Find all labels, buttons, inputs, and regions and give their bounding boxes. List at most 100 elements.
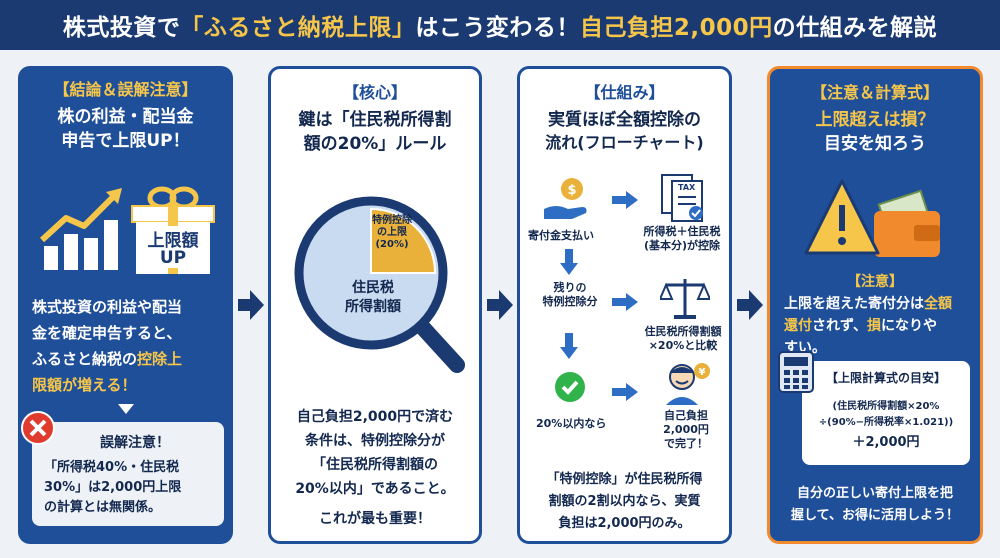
warning-wallet-icon <box>804 179 940 257</box>
note-1-highlight: 全額 <box>924 296 952 312</box>
card1-heading-1: 株の利益・配当金 <box>57 107 194 127</box>
card3-heading-1: 実質ほぼ全額控除の <box>548 110 701 130</box>
card1-body-3: ふるさと納税の <box>32 350 138 368</box>
note-2-mid: されず、 <box>812 318 868 334</box>
misconception-box: 誤解注意！ 「所得税40%・住民税 30%」は2,000円上限 の計算とは無関係… <box>32 422 224 526</box>
flow-right-arrow-icon <box>612 191 638 209</box>
check-circle-icon <box>555 372 585 402</box>
right-arrow-icon <box>487 290 513 320</box>
card3-body-2: 割額の2割以内なら、実質 <box>548 494 701 509</box>
calc-formula: (住民税所得割額×20% ÷(90%−所得税率×1.021)) ＋2,000円 <box>802 399 970 451</box>
card-caution: 【注意＆計算式】 上限超えは損？ 目安を知ろう 【注意】 上限を超えた寄付分は全… <box>767 66 983 544</box>
card2-heading-2: 額の20%」ルール <box>303 134 447 154</box>
step-2: 所得税＋住民税 (基本分)が控除 <box>632 225 729 253</box>
warn-line-3: の計算とは無関係。 <box>44 500 162 515</box>
foot-1: 自分の正しい寄付上限を把 <box>796 486 953 501</box>
card2-tag: 【核心】 <box>342 83 407 102</box>
gift-label-1: 上限額 <box>136 226 210 251</box>
card2-heading-1: 鍵は「住民税所得割 <box>298 110 452 130</box>
calc-1: (住民税所得割額×20% <box>832 401 940 412</box>
gift-box-icon: 上限額 UP <box>128 184 218 276</box>
card4-footer: 自分の正しい寄付上限を把 握して、お得に活用しよう！ <box>770 483 980 527</box>
card1-body: 株式投資の利益や配当 金を確定申告すると、 ふるさと納税の控除上 限額が増える！ <box>32 294 182 398</box>
card-conclusion: 【結論＆誤解注意】 株の利益・配当金 申告で上限UP！ 上限額 UP 株式投資の… <box>18 66 233 544</box>
step-6a: 自己負担 <box>664 409 708 422</box>
title-mid: はこう変わる！ <box>415 15 580 41</box>
pie-main-1: 住民税 <box>352 280 394 296</box>
card2-body-4: 20%以内」であること。 <box>295 481 455 497</box>
note-1: 上限を超えた寄付分は <box>784 296 924 312</box>
tax-label: TAX <box>678 183 696 192</box>
magnifier-pie-icon <box>294 196 465 373</box>
step-4a: 住民税所得割額 <box>644 325 722 338</box>
flow-right-arrow-icon <box>612 383 638 401</box>
step-2b: (基本分)が控除 <box>643 239 721 252</box>
card1-body-1: 株式投資の利益や配当 <box>32 298 183 316</box>
step-6c: で完了！ <box>664 437 708 450</box>
growth-chart-icon <box>39 188 122 270</box>
step-6b: 2,000円 <box>663 423 709 436</box>
step-5: 20%以内なら <box>536 417 607 430</box>
pie-slice-2: の上限 <box>377 227 407 238</box>
warn-title: 誤解注意！ <box>100 435 170 451</box>
right-arrow-icon <box>238 290 264 320</box>
right-arrow-icon <box>737 290 763 320</box>
card3-body-1: 「特例控除」が住民税所得 <box>546 472 703 487</box>
card-mechanism: 【仕組み】 実質ほぼ全額控除の 流れ(フローチャート) $ 寄付金支払い TAX… <box>517 66 732 544</box>
card2-body-5: これが最も重要！ <box>319 511 431 527</box>
flow-right-arrow-icon <box>612 293 638 311</box>
card4-heading-1: 上限超えは損？ <box>815 110 935 130</box>
step-4: 住民税所得割額 ×20%と比較 <box>632 325 729 353</box>
card1-heading-2: 申告で上限UP！ <box>61 131 190 151</box>
note-2-post: になりや <box>881 318 938 334</box>
step-3a: 残りの <box>553 281 587 294</box>
pie-main-2: 所得割額 <box>345 299 401 315</box>
down-triangle-icon <box>118 404 134 414</box>
warn-line-2: 30%」は2,000円上限 <box>44 480 182 495</box>
flow-down-arrow-icon <box>560 333 578 359</box>
card3-body-3: 負担は2,000円のみ。 <box>558 516 691 531</box>
step-2a: 所得税＋住民税 <box>643 225 721 238</box>
balance-scale-icon <box>660 279 710 319</box>
card4-heading-2: 目安を知ろう <box>824 134 926 154</box>
title-highlight: 「ふるさと納税上限」 <box>180 15 416 41</box>
page-title: 株式投資で 「ふるさと納税上限」 はこう変わる！ 自己負担2,000円 の仕組み… <box>0 0 1000 50</box>
step-1: 寄付金支払い <box>528 229 594 242</box>
calculator-icon <box>778 351 814 393</box>
card-core: 【核心】 鍵は「住民税所得割 額の20%」ルール 特例控除 の上限 (20%) … <box>268 66 482 544</box>
card2-body-3: 「住民税所得割額の <box>312 457 438 473</box>
hand-coin-icon: $ <box>544 178 587 219</box>
card4-tag: 【注意＆計算式】 <box>810 83 939 102</box>
card3-body: 「特例控除」が住民税所得 割額の2割以内なら、実質 負担は2,000円のみ。 <box>520 469 729 535</box>
calc-3: ＋2,000円 <box>852 435 920 450</box>
step-6: 自己負担 2,000円 で完了！ <box>642 409 729 451</box>
happy-person-icon: ¥ <box>666 363 710 405</box>
card3-heading-2: 流れ(フローチャート) <box>545 133 704 152</box>
step-3b: 特例控除分 <box>542 295 598 308</box>
formula-box: 【上限計算式の目安】 (住民税所得割額×20% ÷(90%−所得税率×1.021… <box>802 361 970 465</box>
calc-title: 【上限計算式の目安】 <box>826 371 947 385</box>
card1-body-3-highlight: 控除上 <box>137 350 183 368</box>
card4-note: 上限を超えた寄付分は全額 還付されず、損になりや すい。 <box>784 293 952 359</box>
note-2-highlight-2: 損 <box>867 318 882 334</box>
warn-line-1: 「所得税40%・住民税 <box>44 460 180 475</box>
step-3: 残りの 特例控除分 <box>524 281 616 309</box>
flow-down-arrow-icon <box>560 249 578 275</box>
note-tag: 【注意】 <box>847 274 903 290</box>
card2-body-2: 条件は、特例控除分が <box>305 433 445 449</box>
svg-text:$: $ <box>567 183 576 198</box>
pie-main-label: 住民税 所得割額 <box>315 279 431 317</box>
card2-body-1: 自己負担2,000円で済む <box>296 409 454 425</box>
foot-2: 握して、お得に活用しよう！ <box>791 508 959 523</box>
note-2-highlight: 還付 <box>784 318 812 334</box>
tax-document-icon: TAX <box>660 173 708 223</box>
card3-tag: 【仕組み】 <box>584 83 665 102</box>
card1-body-4: 限額が増える！ <box>32 376 137 394</box>
pie-slice-3: (20%) <box>375 239 409 250</box>
svg-text:¥: ¥ <box>699 367 706 378</box>
title-post: の仕組みを解説 <box>772 15 938 41</box>
card2-body: 自己負担2,000円で済む 条件は、特例控除分が 「住民税所得割額の 20%以内… <box>271 405 479 531</box>
pie-slice-1: 特例控除 <box>372 215 412 226</box>
title-highlight-2: 自己負担2,000円 <box>579 15 773 41</box>
card1-tag: 【結論＆誤解注意】 <box>53 80 198 99</box>
